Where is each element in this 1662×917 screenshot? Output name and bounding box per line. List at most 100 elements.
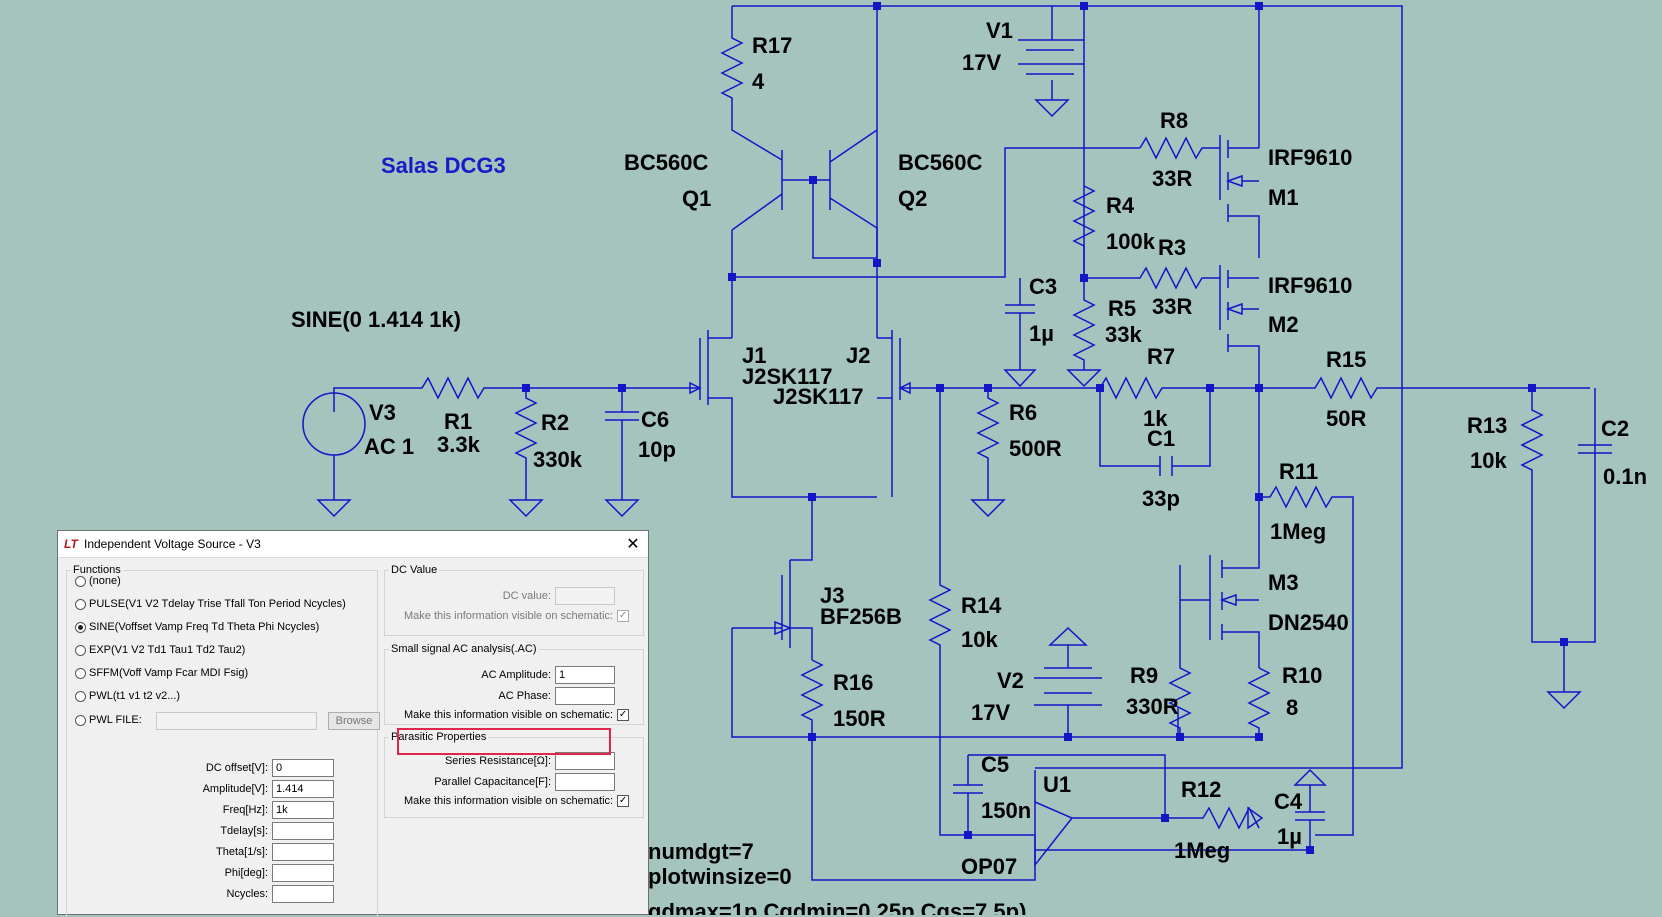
dc-offset-input[interactable] bbox=[272, 759, 334, 777]
wires bbox=[302, 5, 1612, 881]
radio-pwl-file-label: PWL FILE: bbox=[89, 714, 142, 726]
dc-value-row: DC value: bbox=[388, 587, 615, 605]
phi-input[interactable] bbox=[272, 864, 334, 882]
parallel-capacitance-label: Parallel Capacitance[F]: bbox=[434, 776, 551, 788]
dc-visible-checkbox[interactable]: ✓ bbox=[617, 610, 630, 622]
v3-ref: V3 bbox=[369, 400, 396, 425]
c4-ref: C4 bbox=[1274, 789, 1303, 814]
c1-value: 33p bbox=[1142, 486, 1180, 511]
amplitude-input[interactable] bbox=[272, 780, 334, 798]
radio-sffm-label: SFFM(Voff Vamp Fcar MDI Fsig) bbox=[89, 667, 249, 679]
param-ncycles: Ncycles: bbox=[118, 885, 334, 903]
m1-model: IRF9610 bbox=[1268, 145, 1352, 170]
voltage-source-dialog: LT Independent Voltage Source - V3 ✕ Fun… bbox=[57, 530, 649, 917]
j1-ref: J1 bbox=[742, 343, 766, 368]
v3-value: AC 1 bbox=[364, 434, 414, 459]
r7-ref: R7 bbox=[1147, 344, 1175, 369]
radio-sine-button[interactable] bbox=[75, 621, 86, 633]
radio-pulse-label: PULSE(V1 V2 Tdelay Trise Tfall Ton Perio… bbox=[89, 598, 346, 610]
r10-ref: R10 bbox=[1282, 663, 1322, 688]
ac-phase-input[interactable] bbox=[555, 687, 615, 705]
r9-value: 330R bbox=[1126, 694, 1179, 719]
parasitic-visible-checkbox[interactable]: ✓ bbox=[617, 795, 630, 807]
c3-value: 1µ bbox=[1029, 321, 1054, 346]
radio-pwl-file[interactable]: PWL FILE: bbox=[75, 714, 142, 726]
tdelay-input[interactable] bbox=[272, 822, 334, 840]
u1-model: OP07 bbox=[961, 854, 1017, 879]
dialog-title: Independent Voltage Source - V3 bbox=[84, 537, 261, 551]
param-phi: Phi[deg]: bbox=[118, 864, 334, 882]
r2-ref: R2 bbox=[541, 410, 569, 435]
j3-ref: J3 bbox=[820, 583, 844, 608]
v2-value: 17V bbox=[971, 700, 1010, 725]
series-resistance-input[interactable] bbox=[555, 752, 615, 770]
m3-model: DN2540 bbox=[1268, 610, 1349, 635]
u1-ref: U1 bbox=[1043, 772, 1071, 797]
radio-pwl[interactable]: PWL(t1 v1 t2 v2...) bbox=[75, 690, 180, 702]
theta-label: Theta[1/s]: bbox=[216, 846, 268, 858]
c6-value: 10p bbox=[638, 437, 676, 462]
dc-value-legend: DC Value bbox=[391, 564, 438, 576]
ltspice-app-icon: LT bbox=[64, 537, 78, 551]
radio-none[interactable]: (none) bbox=[75, 575, 121, 587]
freq-input[interactable] bbox=[272, 801, 334, 819]
radio-pulse[interactable]: PULSE(V1 V2 Tdelay Trise Tfall Ton Perio… bbox=[75, 598, 346, 610]
parallel-capacitance-input[interactable] bbox=[555, 773, 615, 791]
r6-ref: R6 bbox=[1009, 400, 1037, 425]
ac-visible-row: Make this information visible on schemat… bbox=[404, 709, 630, 721]
theta-input[interactable] bbox=[272, 843, 334, 861]
radio-pulse-button[interactable] bbox=[75, 598, 86, 610]
pwl-file-input[interactable] bbox=[156, 712, 317, 730]
dc-visible-label: Make this information visible on schemat… bbox=[404, 610, 614, 622]
parasitic-group: Parasitic Properties bbox=[384, 731, 644, 818]
radio-sffm[interactable]: SFFM(Voff Vamp Fcar MDI Fsig) bbox=[75, 667, 248, 679]
r12-ref: R12 bbox=[1181, 777, 1221, 802]
c2-ref: C2 bbox=[1601, 416, 1629, 441]
r8-value: 33R bbox=[1152, 166, 1192, 191]
r7-value: 1k bbox=[1143, 406, 1168, 431]
radio-pwl-button[interactable] bbox=[75, 690, 86, 702]
ac-amplitude-input[interactable] bbox=[555, 666, 615, 684]
dc-value-input[interactable] bbox=[555, 587, 615, 605]
radio-exp[interactable]: EXP(V1 V2 Td1 Tau1 Td2 Tau2) bbox=[75, 644, 245, 656]
r2-value: 330k bbox=[533, 447, 583, 472]
ncycles-input[interactable] bbox=[272, 885, 334, 903]
r3-value: 33R bbox=[1152, 294, 1192, 319]
r3-ref: R3 bbox=[1158, 235, 1186, 260]
r11-value: 1Meg bbox=[1270, 519, 1326, 544]
radio-sffm-button[interactable] bbox=[75, 667, 86, 679]
directive-plotwinsize: plotwinsize=0 bbox=[648, 864, 792, 889]
param-tdelay: Tdelay[s]: bbox=[118, 822, 334, 840]
q2-ref: Q2 bbox=[898, 186, 927, 211]
directive-numdgt: numdgt=7 bbox=[648, 839, 754, 864]
r8-ref: R8 bbox=[1160, 108, 1188, 133]
j1-model: J2SK117 bbox=[742, 364, 833, 389]
browse-button[interactable]: Browse bbox=[328, 712, 380, 730]
radio-none-label: (none) bbox=[89, 575, 121, 587]
dialog-titlebar[interactable]: LT Independent Voltage Source - V3 ✕ bbox=[58, 531, 648, 558]
ac-visible-checkbox[interactable]: ✓ bbox=[617, 709, 630, 721]
small-signal-legend: Small signal AC analysis(.AC) bbox=[391, 643, 537, 655]
radio-exp-button[interactable] bbox=[75, 644, 86, 656]
m3-ref: M3 bbox=[1268, 570, 1299, 595]
parasitic-visible-row: Make this information visible on schemat… bbox=[404, 795, 630, 807]
close-icon[interactable]: ✕ bbox=[626, 536, 640, 553]
r9-ref: R9 bbox=[1130, 663, 1158, 688]
c5-value: 150n bbox=[981, 798, 1031, 823]
radio-exp-label: EXP(V1 V2 Td1 Tau1 Td2 Tau2) bbox=[89, 644, 246, 656]
ac-amplitude-label: AC Amplitude: bbox=[481, 669, 551, 681]
q2-model: BC560C bbox=[898, 150, 982, 175]
radio-sine[interactable]: SINE(Voffset Vamp Freq Td Theta Phi Ncyc… bbox=[75, 621, 319, 633]
series-resistance-row: Series Resistance[Ω]: bbox=[388, 752, 615, 770]
r6-value: 500R bbox=[1009, 436, 1062, 461]
ncycles-label: Ncycles: bbox=[226, 888, 268, 900]
radio-sine-label: SINE(Voffset Vamp Freq Td Theta Phi Ncyc… bbox=[89, 621, 320, 633]
radio-none-button[interactable] bbox=[75, 575, 86, 587]
radio-pwl-file-button[interactable] bbox=[75, 714, 86, 726]
ac-amplitude-row: AC Amplitude: bbox=[388, 666, 615, 684]
r16-value: 150R bbox=[833, 706, 886, 731]
v1-value: 17V bbox=[962, 50, 1001, 75]
phi-label: Phi[deg]: bbox=[224, 867, 268, 879]
r5-value: 33k bbox=[1105, 322, 1142, 347]
